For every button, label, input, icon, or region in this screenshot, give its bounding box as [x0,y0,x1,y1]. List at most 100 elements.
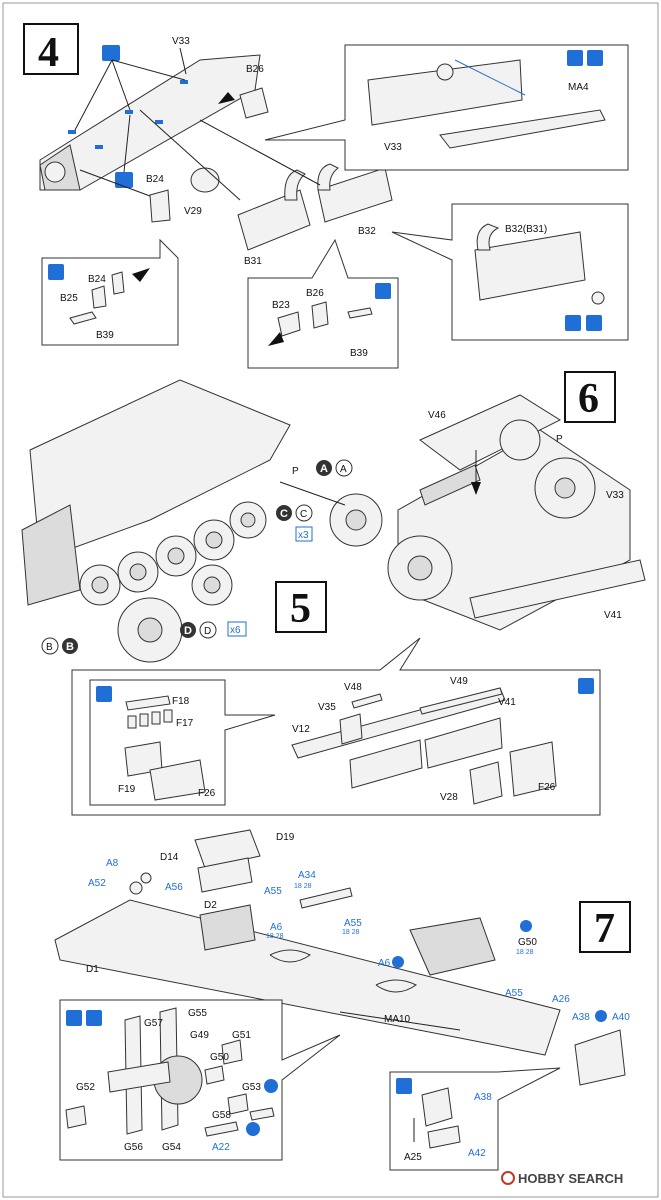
label-v41-step6: V41 [604,610,622,621]
part-fender-a [349,739,423,789]
step-6-box [564,371,616,423]
part-v29 [190,167,220,193]
part-a6-torsion [269,949,311,963]
label-g55: G55 [188,1008,207,1019]
label-g57: G57 [144,1018,163,1029]
badge-b-outline: B [46,642,53,653]
label-v48: V48 [344,682,362,693]
cement-icon [102,45,120,61]
thin-cement-icon [246,1122,260,1136]
part-b24 [149,189,171,223]
part-v28 [469,761,503,805]
part-b26 [239,87,269,119]
label-g51: G51 [232,1030,251,1041]
label-ma4: MA4 [568,82,589,93]
part-v46 [419,394,562,471]
label-v46: V46 [428,410,446,421]
qty-x6: x6 [230,625,241,636]
thin-cement-icon [520,920,532,932]
part-b23-detail [277,311,301,337]
part-v33-idler-mount [44,161,66,183]
label-a38b: A38 [474,1092,492,1103]
part-b39-detail [69,311,97,325]
label-v29: V29 [184,206,202,217]
part-g49-housing [107,1061,171,1093]
arrow [132,268,150,282]
part-v49 [419,687,503,715]
part-f26 [149,759,206,801]
step-7-section: 7 D19 D14 A8 A52 A56 A55 A34 18 28 D2 A6… [54,829,631,1171]
label-v35: V35 [318,702,336,713]
cement-icon [396,1078,412,1094]
label-b26-callout: B26 [306,288,324,299]
part-b39-detail-2 [347,307,373,319]
badge-c-outline: C [300,509,307,520]
glue-mark [68,130,76,134]
thin-cement-icon [587,50,603,66]
label-f26-right: F26 [538,782,556,793]
part-v41-step6 [469,559,646,619]
label-p-step6: P [556,434,563,445]
label-a25: A25 [404,1152,422,1163]
part-b24-detail [111,271,125,295]
part-g51 [221,1039,243,1065]
part-v48 [351,693,383,709]
badge-a: A [320,463,328,475]
label-f17: F17 [176,718,194,729]
badge-a-outline: A [340,464,347,475]
part-g50-gearbox [409,917,496,976]
part-a42 [427,1125,461,1149]
label-a56: A56 [165,882,183,893]
thin-cement-icon [595,1010,607,1022]
label-g49: G49 [190,1030,209,1041]
label-v33-step6: V33 [606,490,624,501]
step-5-section: P A A C C x3 D D x6 B B 5 [21,379,601,816]
thin-cement-icon [86,1010,102,1026]
label-a55b: A55 [344,918,362,929]
part-b31 [237,189,311,251]
label-h-18-28-d: 18 28 [516,949,534,956]
badge-d-outline: D [204,626,211,637]
part-a6-torsion-2 [375,979,417,993]
part-b32-pipe [317,163,339,191]
label-v12: V12 [292,724,310,735]
watermark: HOBBY SEARCH [501,1171,623,1186]
cement-icon [565,315,581,331]
part-hatch [419,464,481,506]
label-h-18-28-a: 18 28 [294,883,312,890]
part-a34 [299,887,353,909]
badge-c: C [280,508,288,520]
cement-icon [567,50,583,66]
label-g58: G58 [212,1110,231,1121]
part-g52 [65,1105,87,1129]
label-a26: A26 [552,994,570,1005]
label-f26: F26 [198,788,216,799]
glue-mark [95,145,103,149]
qty-x3: x3 [298,530,309,541]
part-a8 [140,872,152,884]
label-a40: A40 [612,1012,630,1023]
label-b32: B32 [358,226,376,237]
label-b24: B24 [146,174,164,185]
label-d14: D14 [160,852,179,863]
arrow [218,92,235,104]
cement-icon [375,283,391,299]
label-v41: V41 [498,697,516,708]
label-b39: B39 [96,330,114,341]
part-a38-detail [421,1087,453,1127]
label-v49: V49 [450,676,468,687]
label-g50: G50 [518,937,537,948]
part-d1-floor [54,899,561,1056]
thin-cement-icon [392,956,404,968]
label-v33-callout: V33 [384,142,402,153]
label-a42: A42 [468,1148,486,1159]
part-ma4 [439,109,606,149]
label-d1: D1 [86,964,99,975]
label-a55c: A55 [505,988,523,999]
cement-icon [66,1010,82,1026]
label-d19: D19 [276,832,295,843]
part-d14 [197,857,253,893]
label-a52: A52 [88,878,106,889]
